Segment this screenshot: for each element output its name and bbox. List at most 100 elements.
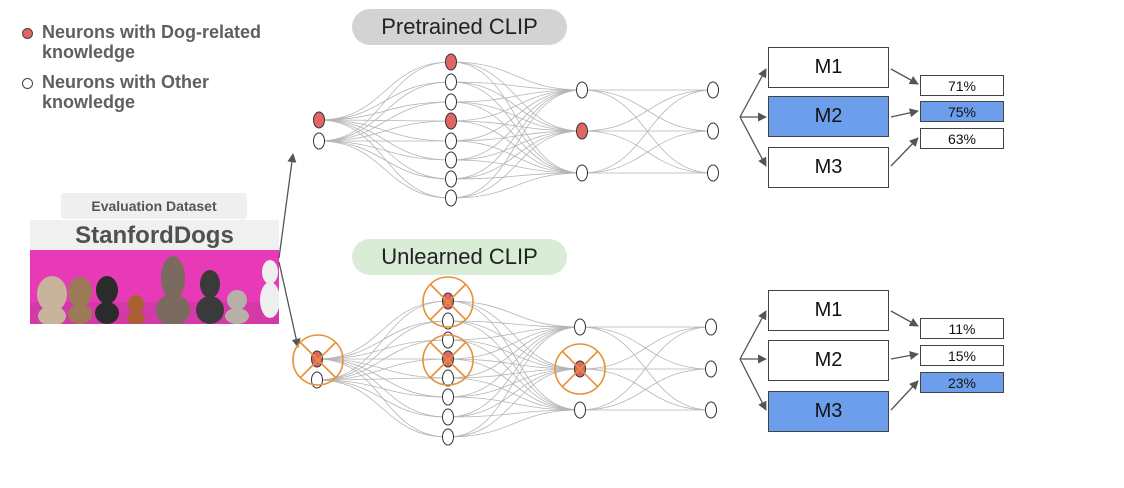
other-neuron — [445, 93, 457, 111]
unlearned-m3-accuracy: 23% — [920, 372, 1004, 393]
pretrained-m3-accuracy: 63% — [920, 128, 1004, 149]
connection-line — [316, 379, 449, 418]
dataset-card: StanfordDogs — [30, 220, 279, 324]
crossed-circle-icon — [422, 276, 474, 328]
pretrained-model-m3-box: M3 — [768, 147, 889, 188]
connection-line — [318, 119, 452, 199]
legend-item-other: Neurons with Other knowledge — [22, 72, 209, 112]
connection-line — [450, 89, 583, 142]
connection-line — [316, 358, 449, 438]
connection-line — [450, 130, 583, 161]
connection-line — [579, 326, 712, 411]
other-neuron — [445, 151, 457, 169]
connection-line — [316, 358, 449, 381]
pretrained-m1-accuracy: 71% — [920, 75, 1004, 96]
connection-line — [318, 81, 452, 142]
connection-line — [316, 339, 449, 381]
connection-line — [316, 300, 449, 381]
connection-line — [450, 120, 583, 174]
connection-line — [447, 300, 581, 411]
connection-line — [447, 358, 581, 370]
connection-line — [450, 89, 583, 199]
connection-line — [447, 320, 581, 370]
connection-line — [450, 61, 583, 91]
connection-line — [318, 119, 452, 122]
connection-line — [579, 326, 712, 370]
connection-line — [447, 368, 581, 379]
connection-line — [447, 326, 581, 379]
connection-line — [318, 140, 452, 161]
connection-line — [450, 89, 583, 122]
connection-line — [450, 61, 583, 174]
connection-line — [447, 368, 581, 438]
connection-line — [447, 377, 581, 411]
legend-label-other: Neurons with Other knowledge — [42, 72, 210, 112]
connection-line — [450, 89, 583, 180]
connection-line — [318, 101, 452, 142]
connection-line — [447, 326, 581, 341]
connection-line — [316, 300, 449, 360]
other-neuron — [442, 312, 454, 330]
evaluation-dataset-label: Evaluation Dataset — [61, 193, 247, 219]
unlearned-m2-accuracy: 15% — [920, 345, 1004, 366]
dog-neuron — [313, 111, 325, 129]
connection-line — [316, 339, 449, 360]
crossed-circle-icon — [292, 334, 344, 386]
connection-line — [318, 61, 452, 121]
other-neuron — [442, 408, 454, 426]
crossed-circle-icon — [554, 343, 606, 395]
other-neuron — [705, 401, 717, 419]
other-neuron — [705, 318, 717, 336]
connection-line — [318, 140, 452, 180]
connection-line — [316, 379, 449, 398]
connection-line — [318, 119, 452, 180]
legend-item-dog: Neurons with Dog-related knowledge — [22, 22, 261, 62]
connection-line — [450, 89, 583, 103]
unlearned-model-arrows — [739, 310, 919, 411]
connection-line — [450, 172, 583, 199]
connection-line — [450, 130, 583, 142]
other-neuron — [442, 388, 454, 406]
dog-neuron — [445, 112, 457, 130]
connection-line — [316, 358, 449, 418]
connection-line — [447, 358, 581, 411]
connection-line — [450, 159, 583, 174]
connection-line — [581, 130, 714, 174]
connection-line — [318, 140, 452, 199]
dog-neuron — [576, 122, 588, 140]
unlearned-m1-accuracy: 11% — [920, 318, 1004, 339]
connection-line — [450, 120, 583, 132]
connection-line — [447, 300, 581, 370]
pretrained-neurons — [313, 53, 719, 207]
connection-line — [318, 119, 452, 142]
unlearned-connections — [316, 300, 712, 438]
other-neuron — [445, 73, 457, 91]
connection-line — [316, 377, 449, 381]
connection-line — [450, 140, 583, 174]
connection-line — [450, 81, 583, 91]
other-neuron — [707, 122, 719, 140]
pretrained-model-m1-box: M1 — [768, 47, 889, 88]
pretrained-model-arrows — [739, 68, 919, 167]
connection-line — [316, 379, 449, 438]
connection-line — [450, 61, 583, 132]
other-neuron — [707, 81, 719, 99]
connection-line — [318, 61, 452, 142]
other-neuron — [445, 189, 457, 207]
other-neuron — [576, 164, 588, 182]
other-neuron-icon — [22, 78, 33, 89]
other-neuron — [705, 360, 717, 378]
other-neuron — [442, 331, 454, 349]
connection-line — [447, 409, 581, 438]
connection-line — [447, 368, 581, 418]
unlearned-clip-title: Unlearned CLIP — [352, 239, 567, 275]
connection-line — [447, 320, 581, 328]
other-neuron — [707, 164, 719, 182]
unlearned-model-m1-box: M1 — [768, 290, 889, 331]
connection-line — [318, 119, 452, 161]
dataset-name: StanfordDogs — [75, 222, 234, 249]
connection-line — [450, 89, 583, 161]
connection-line — [316, 358, 449, 398]
connection-line — [447, 409, 581, 418]
unlearned-model-m3-box: M3 — [768, 391, 889, 432]
